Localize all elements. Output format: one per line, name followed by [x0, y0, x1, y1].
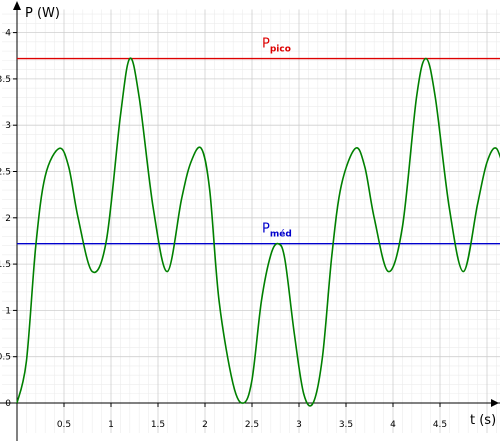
y-tick-label: 3 [5, 121, 11, 131]
x-tick-label: 2.5 [245, 420, 259, 430]
x-axis-label: t (s) [470, 413, 496, 428]
y-axis-label: P (W) [25, 6, 60, 21]
x-tick-label: 4 [390, 420, 396, 430]
x-tick-label: 4.5 [433, 420, 447, 430]
y-tick-label: 0.5 [0, 353, 11, 363]
y-tick-label: 4 [5, 29, 11, 39]
x-ticks: 0.5 1 1.5 2 2.5 3 3.5 4 4.5 [57, 403, 447, 430]
y-tick-label: 2.5 [0, 168, 11, 178]
y-axis-arrow [13, 1, 21, 10]
x-tick-label: 1.5 [151, 420, 165, 430]
y-tick-label: 2 [5, 214, 11, 224]
x-tick-label: 0.5 [57, 420, 71, 430]
y-tick-label: 3.5 [0, 75, 11, 85]
major-grid [2, 9, 500, 433]
minor-grid [2, 9, 500, 433]
y-tick-label: 0 [5, 399, 11, 409]
x-tick-label: 1 [108, 420, 114, 430]
power-curve [16, 57, 500, 407]
average-power-label: Pméd [262, 222, 292, 240]
y-ticks: 0 0.5 1 1.5 2 2.5 3 3.5 4 [0, 29, 17, 409]
x-tick-label: 3.5 [339, 420, 353, 430]
x-axis-arrow [491, 399, 499, 407]
y-tick-label: 1.5 [0, 260, 11, 270]
x-tick-label: 2 [202, 420, 208, 430]
y-tick-label: 1 [5, 306, 11, 316]
x-tick-label: 3 [296, 420, 302, 430]
peak-power-label: Ppico [262, 37, 291, 55]
